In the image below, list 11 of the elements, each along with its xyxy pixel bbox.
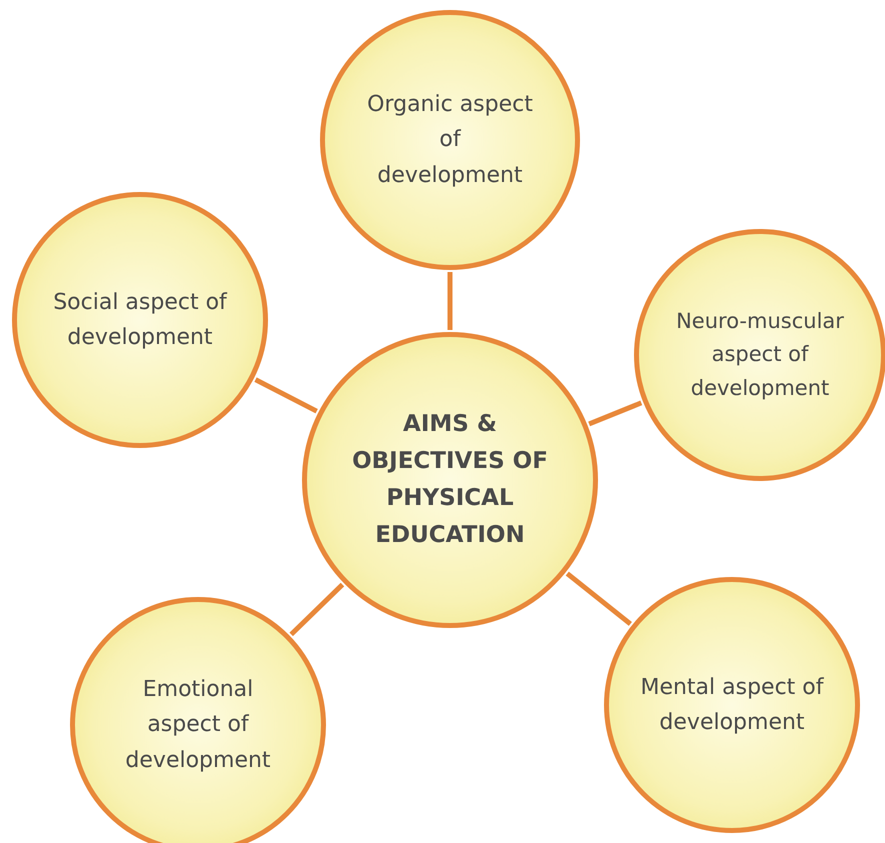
connector-line [289, 582, 344, 636]
aspect-text: Social aspect of development [52, 288, 228, 352]
central-topic-text: AIMS & OBJECTIVES OF PHYSICAL EDUCATION [351, 410, 549, 550]
connector-line [588, 400, 642, 426]
connector-line [566, 572, 632, 626]
aspect-text: Neuro-muscular aspect of development [675, 308, 845, 402]
connector-line [254, 377, 318, 414]
aspect-text: Mental aspect of development [639, 674, 825, 737]
connector-line [448, 272, 452, 330]
aspect-text: Emotional aspect of development [124, 676, 272, 775]
aspect-text: Organic aspect of development [366, 91, 534, 190]
